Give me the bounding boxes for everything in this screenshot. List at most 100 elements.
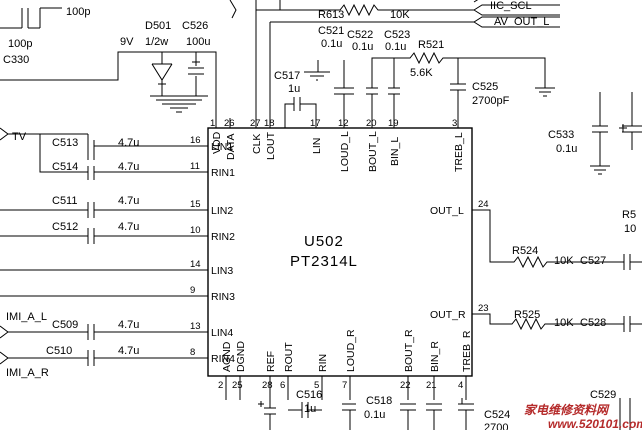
bottom-pin-name: DGND — [235, 341, 247, 372]
imi-a-l-label: IMI_A_L — [6, 311, 47, 323]
c529-ref: C529 — [590, 389, 616, 401]
c518-ref: C518 — [366, 395, 392, 407]
bottom-pin-name: BOUT_R — [403, 329, 415, 372]
left-pin-name: RIN3 — [211, 291, 235, 303]
top-pin-number: 27 — [250, 118, 261, 129]
c511-value: 4.7u — [118, 195, 139, 207]
bottom-pin-number: 21 — [426, 380, 437, 391]
tone-caps-group: C521 0.1u C522 0.1u C523 0.1u R521 5.6K … — [304, 25, 555, 128]
c524-ref: C524 — [484, 409, 510, 421]
tv-label: TV — [12, 131, 27, 143]
top-pin-name: DATA — [225, 134, 237, 160]
r5-value-partial: 10 — [624, 223, 636, 235]
c330-group: 100p 100p C330 — [0, 6, 90, 66]
ic-u502: U502 PT2314L 1VDD26DATA27CLK18LOUT17LIN1… — [190, 118, 489, 400]
c521-value: 0.1u — [321, 38, 342, 50]
ic-top-pins: 1VDD26DATA27CLK18LOUT17LIN12LOUD_L20BOUT… — [210, 118, 465, 172]
left-pin-number: 15 — [190, 199, 201, 210]
bottom-caps-group: C516 1u C518 0.1u — [258, 389, 474, 430]
left-pin-name: RIN1 — [211, 167, 235, 179]
r524-value: 10K — [554, 255, 574, 267]
top-pin-number: 1 — [210, 118, 215, 129]
iic-scl-label: IIC_SCL — [490, 0, 532, 12]
c513-value: 4.7u — [118, 137, 139, 149]
supply-group: 9V D501 1/2w C526 100u — [0, 20, 217, 128]
top-pin-name: TREB_L — [453, 132, 465, 172]
c517-ref: C517 — [274, 70, 300, 82]
bottom-pin-name: ROUT — [283, 342, 295, 372]
r613-ref: R613 — [318, 9, 344, 21]
top-pin-number: 20 — [366, 118, 377, 129]
top-pin-name: BOUT_L — [367, 131, 379, 172]
c522-ref: C522 — [347, 29, 373, 41]
c526-ref: C526 — [182, 20, 208, 32]
top-pin-number: 3 — [452, 118, 457, 129]
d501-ref: D501 — [145, 20, 171, 32]
r613-value: 10K — [390, 9, 410, 21]
top-pin-name: LOUT — [265, 131, 277, 160]
c527-ref: C527 — [580, 255, 606, 267]
right-pin-number: 24 — [478, 199, 489, 210]
top-pin-number: 19 — [388, 118, 399, 129]
r521-value: 5.6K — [410, 67, 433, 79]
left-pin-name: LIN3 — [211, 265, 233, 277]
right-output-group: C533 0.1u R5 10 R524 10K C527 R525 10K C… — [472, 92, 642, 430]
bottom-pin-name: REF — [265, 351, 277, 372]
c523-ref: C523 — [384, 29, 410, 41]
left-pin-number: 11 — [190, 161, 200, 172]
c525-value: 2700pF — [472, 95, 510, 107]
top-pin-number: 17 — [310, 118, 321, 129]
top-pin-name: LIN — [311, 138, 323, 154]
bottom-pin-number: 5 — [314, 380, 319, 391]
left-input-group: TV C513 4.7u C514 4.7u C511 4.7u C512 4.… — [0, 127, 208, 379]
top-pin-name: LOUD_L — [339, 131, 351, 172]
top-pin-name: CLK — [251, 134, 263, 154]
bottom-pin-name: TREB_R — [461, 330, 473, 372]
bottom-pin-number: 25 — [232, 380, 243, 391]
ic-left-pins: 16LIN111RIN115LIN210RIN214LIN39RIN313LIN… — [190, 135, 235, 365]
left-pin-name: RIN2 — [211, 231, 235, 243]
right-pin-number: 23 — [478, 303, 489, 314]
left-pin-name: LIN4 — [211, 327, 233, 339]
bottom-pin-number: 7 — [342, 380, 347, 391]
left-pin-number: 13 — [190, 321, 201, 332]
left-pin-name: LIN1 — [211, 141, 233, 153]
left-pin-number: 10 — [190, 225, 201, 236]
c521-ref: C521 — [318, 25, 344, 37]
c509-value: 4.7u — [118, 319, 139, 331]
c510-value: 4.7u — [118, 345, 139, 357]
c523-value: 0.1u — [385, 41, 406, 53]
r5-partial: R5 — [622, 209, 636, 221]
bottom-pin-number: 6 — [280, 380, 285, 391]
c516-ref: C516 — [296, 389, 322, 401]
top-pin-number: 26 — [224, 118, 235, 129]
c525-ref: C525 — [472, 81, 498, 93]
top-pin-name: BIN_L — [389, 137, 401, 166]
ic-body — [207, 127, 473, 377]
c517-value: 1u — [288, 83, 300, 95]
r525-ref: R525 — [514, 309, 540, 321]
top-pin-name: VDD — [211, 131, 223, 154]
watermark: 家电维修资料网 www.520101.com — [524, 403, 642, 430]
bottom-pin-number: 28 — [262, 380, 273, 391]
r525-value: 10K — [554, 317, 574, 329]
left-pin-name: RIN4 — [211, 353, 235, 365]
r521-ref: R521 — [418, 39, 444, 51]
left-pin-number: 8 — [190, 347, 195, 358]
watermark-cn: 家电维修资料网 — [524, 403, 610, 417]
left-pin-number: 16 — [190, 135, 201, 146]
watermark-url: www.520101.com — [548, 417, 642, 430]
c330-ref: C330 — [3, 54, 29, 66]
bottom-pin-number: 22 — [400, 380, 411, 391]
c526-value: 100u — [186, 36, 210, 48]
bottom-pin-name: LOUD_R — [345, 329, 357, 372]
top-pin-number: 18 — [264, 118, 275, 129]
r524-ref: R524 — [512, 245, 538, 257]
c509-ref: C509 — [52, 319, 78, 331]
bottom-pin-number: 4 — [458, 380, 463, 391]
c514-ref: C514 — [52, 161, 78, 173]
left-pin-number: 14 — [190, 259, 201, 270]
bottom-pin-number: 2 — [218, 380, 223, 391]
